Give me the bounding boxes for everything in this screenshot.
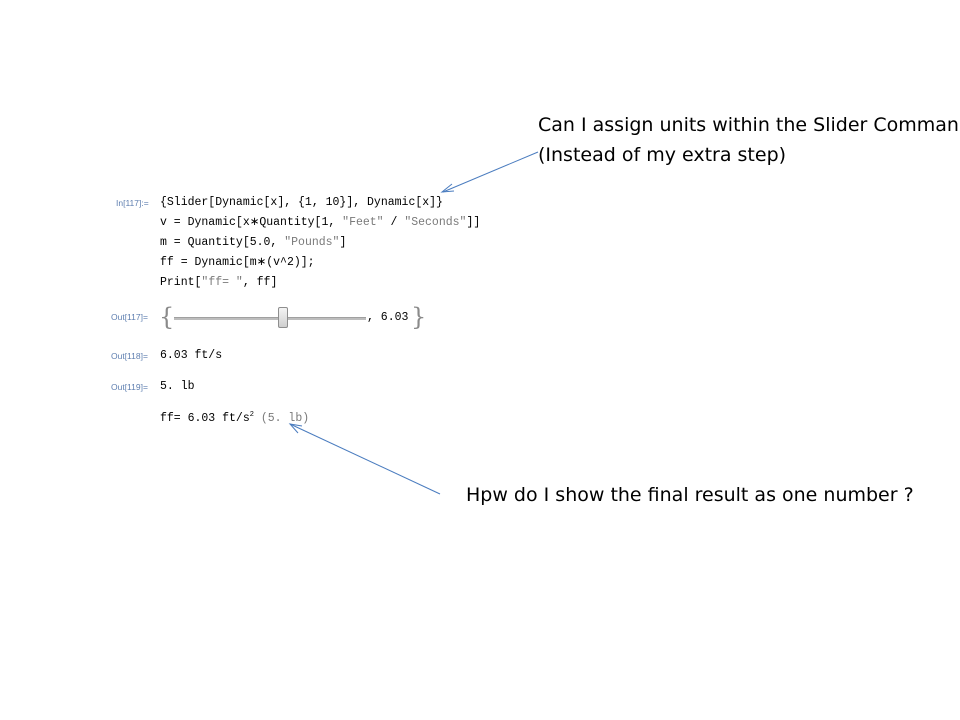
code-line-3: m = Quantity[5.0, "Pounds"] xyxy=(160,236,346,250)
code-line-2: v = Dynamic[x∗Quantity[1, "Feet" / "Seco… xyxy=(160,216,480,230)
out-label-117: Out[117]= xyxy=(111,312,148,322)
arrow-top-head xyxy=(440,183,455,193)
code-line-4: ff = Dynamic[m∗(v^2)]; xyxy=(160,256,315,269)
code-string: "Pounds" xyxy=(284,236,340,249)
code-text: ]] xyxy=(466,216,481,229)
arrow-bottom-line xyxy=(289,423,441,495)
code-line-1: {Slider[Dynamic[x], {1, 10}], Dynamic[x]… xyxy=(160,196,443,209)
out-label-118: Out[118]= xyxy=(111,351,148,361)
in-label-117: In[117]:= xyxy=(116,198,149,208)
annotation-top-line1: Can I assign units within the Slider Com… xyxy=(538,114,960,136)
list-brace-open: { xyxy=(159,303,175,331)
code-string: "Feet" xyxy=(342,216,384,229)
code-text: v = Dynamic[x∗Quantity[1, xyxy=(160,216,343,229)
code-string: "ff= " xyxy=(201,276,243,289)
annotation-top-line2: (Instead of my extra step) xyxy=(538,144,787,166)
code-string: "Seconds" xyxy=(404,216,467,229)
code-text: m = Quantity[5.0, xyxy=(160,236,285,249)
output-119: 5. lb xyxy=(160,380,195,393)
print-output: ff= 6.03 ft/s2 (5. lb) xyxy=(160,411,309,425)
slider-track[interactable] xyxy=(174,317,366,320)
code-text: / xyxy=(383,216,405,229)
code-text: , ff] xyxy=(242,276,278,289)
list-brace-close: } xyxy=(411,303,427,331)
slider-value-text: , 6.03 xyxy=(367,311,409,324)
code-text: Print[ xyxy=(160,276,202,289)
code-text: ] xyxy=(339,236,347,249)
annotation-top: Can I assign units within the Slider Com… xyxy=(538,110,960,170)
slider-thumb[interactable] xyxy=(278,307,289,328)
code-line-5: Print["ff= ", ff] xyxy=(160,276,277,290)
print-text: ff= 6.03 ft/s xyxy=(160,412,250,425)
arrow-bottom-head xyxy=(288,423,303,434)
print-exponent: 2 xyxy=(249,411,254,419)
arrow-top-line xyxy=(442,151,539,193)
output-118: 6.03 ft/s xyxy=(160,349,223,362)
out-label-119: Out[119]= xyxy=(111,382,148,392)
annotation-bottom: Hpw do I show the final result as one nu… xyxy=(466,484,914,506)
print-quantity: (5. lb) xyxy=(260,412,310,425)
